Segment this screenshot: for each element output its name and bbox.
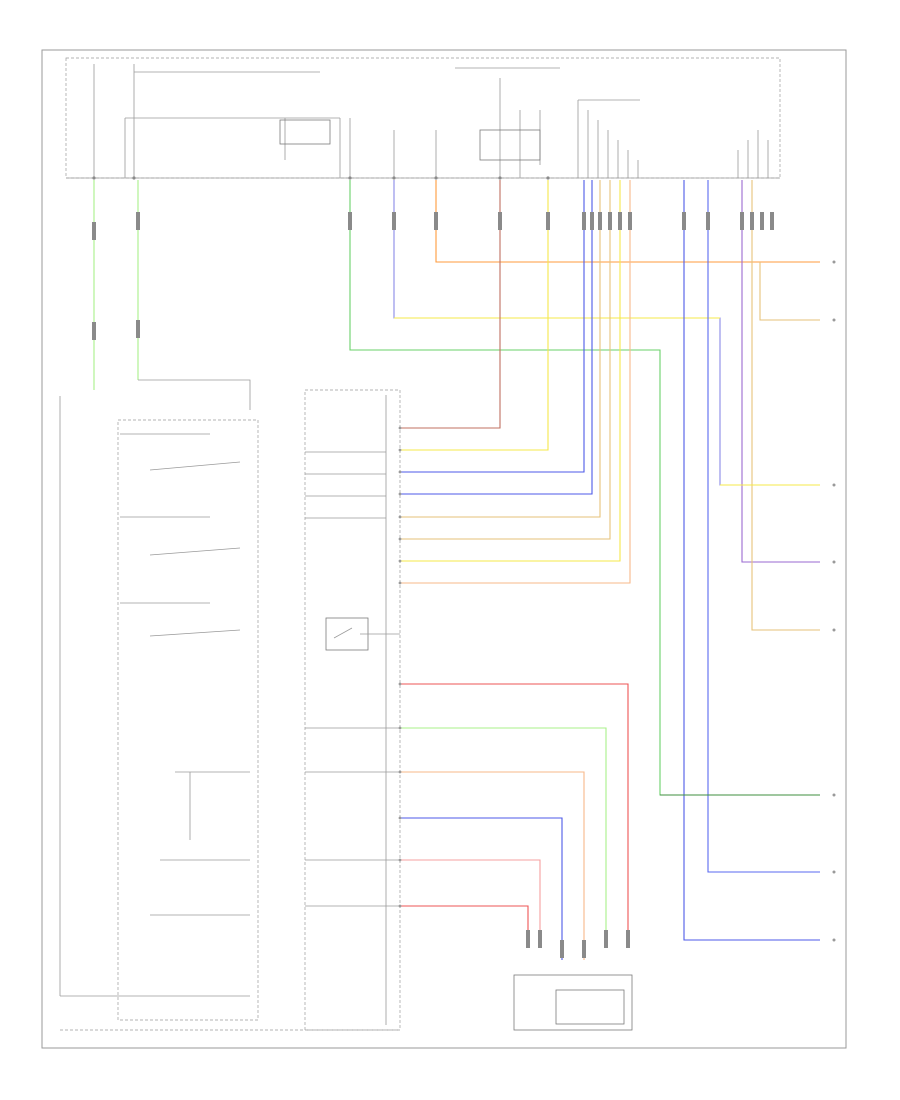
wire-tan-1 — [400, 180, 601, 518]
wire-blue-long-1 — [683, 180, 820, 941]
module-leads — [305, 451, 400, 907]
wire-tan — [759, 262, 820, 321]
wire-tan-2 — [400, 180, 611, 540]
wire-red-lower — [400, 683, 629, 930]
module-pins — [398, 426, 402, 908]
wire-blue-lower — [400, 817, 563, 960]
wire-tan-right — [751, 180, 820, 631]
wire-yellow — [400, 180, 549, 451]
diagram-frame — [41, 49, 847, 1049]
wire-red-lower-2 — [400, 905, 529, 930]
wire-blue-2 — [400, 180, 593, 495]
fuse-block — [65, 57, 781, 180]
switch-group — [60, 419, 259, 1021]
right-terminals — [832, 260, 836, 942]
wire-red-brown — [400, 180, 501, 429]
wire-orange-main — [435, 180, 820, 263]
wire-gray-bus — [138, 379, 251, 410]
wire-connector-marks — [92, 212, 774, 340]
wire-violet — [741, 180, 820, 563]
control-module — [304, 389, 401, 1031]
wire-blue-violet — [393, 180, 820, 486]
wire-blue-1 — [400, 180, 585, 473]
wire-pink-lower — [400, 859, 541, 930]
wire-blue-long-2 — [707, 180, 820, 873]
wire-lt-green-lower — [400, 727, 607, 930]
wire-lt-orange-lower — [400, 771, 585, 960]
wire-orange-2 — [400, 180, 631, 584]
top-right-connector — [577, 99, 769, 178]
wire-yellow-2 — [400, 180, 621, 562]
wire-green-main — [349, 180, 820, 796]
motor-actuator — [513, 930, 633, 1031]
